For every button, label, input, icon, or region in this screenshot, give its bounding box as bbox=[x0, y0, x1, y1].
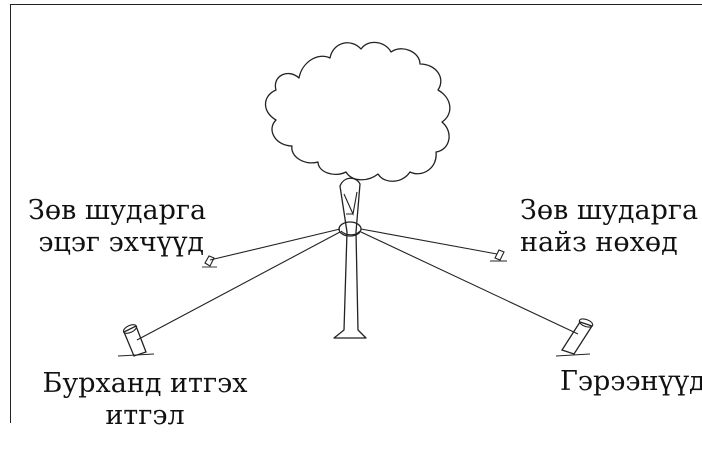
label-righteous-friends: Зөв шударга найз нөхөд bbox=[520, 195, 699, 259]
label-line: Зөв шударга bbox=[28, 195, 207, 226]
tree-icon bbox=[264, 41, 451, 182]
rope-bottom-left bbox=[136, 231, 341, 341]
tree-trunk bbox=[333, 177, 367, 339]
label-line: Гэрээнүүд bbox=[560, 366, 702, 397]
label-line: Зөв шударга bbox=[520, 195, 699, 226]
label-faith-in-god: Бурханд итгэх итгэл bbox=[30, 368, 260, 432]
stake-icon bbox=[202, 255, 217, 268]
rope-knot-loop bbox=[340, 230, 361, 236]
rope-bottom-right bbox=[360, 231, 579, 335]
trunk-fork bbox=[343, 191, 358, 216]
frame-left-border bbox=[10, 4, 11, 423]
label-line: итгэл bbox=[105, 400, 185, 431]
rope-top-right bbox=[360, 228, 498, 255]
label-line: Бурханд итгэх bbox=[42, 368, 248, 399]
stake-icon bbox=[555, 318, 594, 357]
label-line: найз нөхөд bbox=[520, 227, 678, 258]
stake-icon bbox=[490, 249, 507, 262]
rope-top-left bbox=[209, 228, 341, 261]
frame-top-border bbox=[10, 4, 702, 5]
label-righteous-parents: Зөв шударга эцэг эхчүүд bbox=[28, 195, 207, 259]
stake-icon bbox=[117, 324, 155, 357]
label-covenants: Гэрээнүүд bbox=[560, 366, 702, 398]
label-line: эцэг эхчүүд bbox=[38, 227, 204, 258]
rope-knot bbox=[338, 221, 362, 237]
